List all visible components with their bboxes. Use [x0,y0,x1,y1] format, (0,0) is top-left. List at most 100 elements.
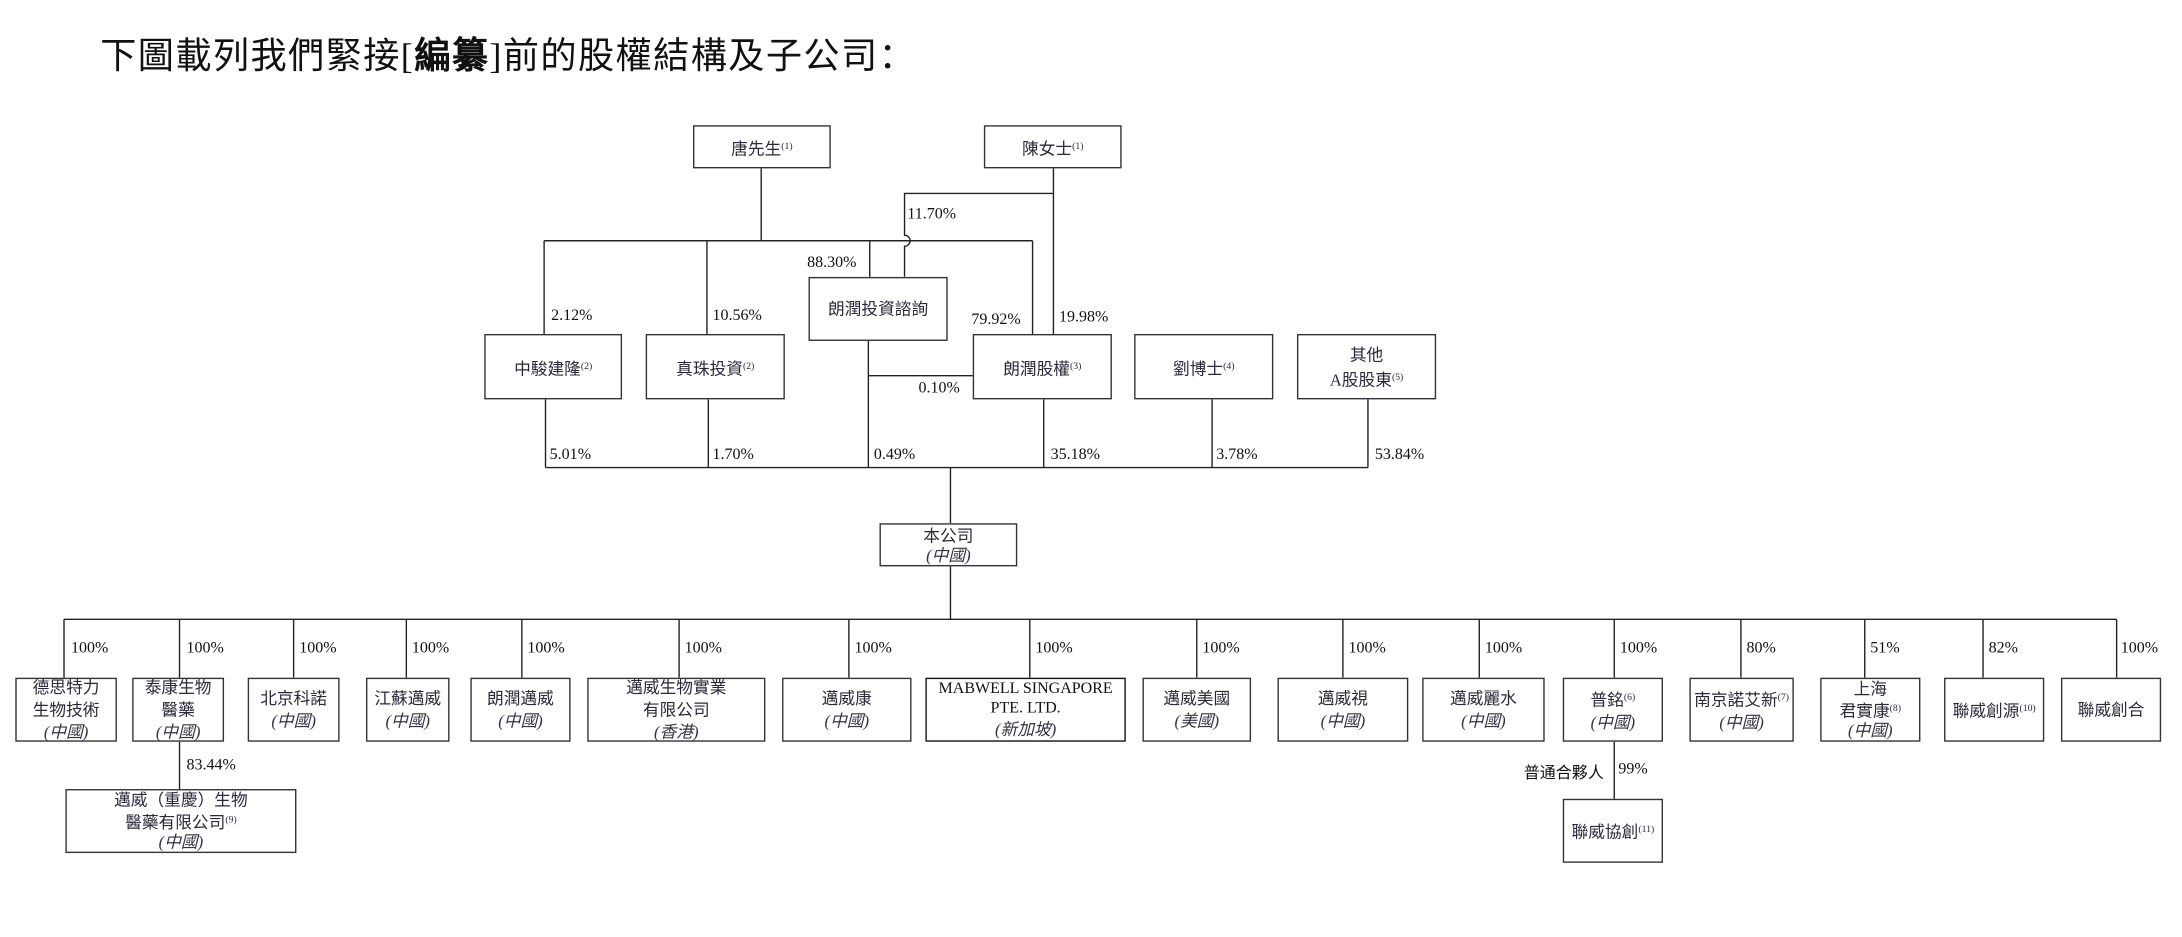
stake-label: 100% [1035,640,1073,657]
name-line1: 邁威（重慶）生物 [114,790,248,810]
title-suffix: ]前的股權結構及子公司： [489,36,917,77]
country: (中國) [498,711,543,731]
footnote: (2) [580,359,593,371]
name: 邁威康 [821,688,872,709]
name: 真珠投資 [676,358,744,378]
name: 邁威視 [1317,688,1368,709]
title-prefix: 下圖載列我們緊接[ [100,36,415,77]
shareholder-zhenzhu: 真珠投資(2) [645,333,785,400]
name: 朗潤邁威 [487,688,554,709]
name: 聯威創源 [1952,701,2020,721]
name: 邁威麗水 [1450,688,1517,709]
country: (中國) [1848,720,1893,741]
name: 劉博士 [1172,358,1224,378]
name: 唐先生 [731,138,782,158]
name-line1: MABWELL SINGAPORE [938,680,1113,698]
stake-label: 100% [1484,640,1523,657]
stake-label: 79.92% [971,311,1021,329]
stake-label: 3.78% [1216,446,1258,464]
footnote: (4) [1223,359,1235,371]
stake-label: 100% [299,640,337,657]
name: 聯威協創 [1571,822,1639,842]
subsidiary-box: 邁威麗水(中國) [1422,677,1545,742]
country: (中國) [1461,711,1506,731]
shareholder-ms-chen: 陳女士(1) [983,125,1122,169]
shareholder-langrun-equity: 朗潤股權(3) [972,333,1112,400]
subsidiary-box: 北京科諾(中國) [247,677,340,742]
name: 中駿建隆 [514,358,581,378]
subsidiary-box: 邁威康(中國) [782,677,912,742]
name-line2: PTE. LTD. [990,699,1061,717]
name-line2: A股股東 [1329,369,1392,389]
stake-label: 100% [1348,640,1386,657]
general-partner-label: 普通合夥人 [1523,765,1604,783]
country: (中國) [1320,711,1366,731]
stake-label: 2.12% [551,307,593,325]
name: 朗潤股權 [1003,358,1071,378]
shareholder-zhongjun: 中駿建隆(2) [484,333,623,400]
stake-label: 99% [1618,761,1648,778]
stake-label: 10.56% [712,307,762,325]
country: (中國) [271,711,316,731]
country: (中國) [1719,712,1764,732]
name-line1: 德思特力 [32,677,100,698]
country: (中國) [824,711,870,731]
subsidiary-box: 泰康生物醫藥(中國) [132,677,225,742]
name: 江蘇邁威 [374,688,442,709]
footnote: (7) [1777,691,1790,703]
subsidiary-box: 聯威創源(10) [1944,677,2045,742]
subsidiary-box: 德思特力生物技術(中國) [15,677,117,742]
country: (美國) [1174,711,1220,731]
name: 普銘 [1590,690,1624,710]
footnote: (9) [225,814,237,826]
stake-label: 100% [527,640,565,657]
stake-label: 35.18% [1050,446,1101,464]
footnote: (10) [2019,702,2036,714]
subsidiary-box: 上海君實康(8)(中國) [1820,677,1921,742]
name-line2: 有限公司 [642,699,710,720]
subsidiary-box: 南京諾艾新(7)(中國) [1689,677,1794,742]
name-line2: 生物技術 [32,699,100,720]
country: (新加坡) [994,719,1057,739]
stake-label: 19.98% [1059,308,1109,326]
stake-label: 100% [411,640,450,657]
stake-label: 100% [1202,640,1240,657]
subsidiary-box: 邁威生物實業有限公司(香港) [587,677,766,742]
stake-label: 53.84% [1374,446,1425,464]
stake-label: 88.30% [807,254,857,272]
stake-label: 100% [854,640,892,657]
shareholder-dr-liu: 劉博士(4) [1134,333,1274,400]
name-line2: 醫藥有限公司 [125,812,226,833]
name-line2: 君實康 [1839,701,1890,721]
subsidiary-xiechuang-box: 聯威協創(11) [1562,798,1663,863]
stake-label: 100% [1619,640,1658,657]
country: (中國) [43,722,89,742]
footnote: (1) [1072,139,1084,151]
country: (中國) [385,711,431,731]
company-country: (中國) [926,544,971,565]
name: 北京科諾 [260,688,328,709]
footnote: (2) [743,359,755,371]
shareholder-langrun-consulting: 朗潤投資諮詢 [808,276,948,341]
subsidiary-box: 普銘(6)(中國) [1562,677,1663,742]
stake-label: 83.44% [186,757,236,774]
footnote: (8) [1889,702,1902,714]
company-name: 本公司 [923,525,974,545]
stake-label: 100% [186,640,224,657]
name: 聯威創合 [2077,699,2145,720]
stake-label: 80% [1746,640,1776,657]
subsidiary-box: 邁威視(中國) [1277,677,1409,742]
footnote: (5) [1391,370,1404,382]
stake-label: 0.49% [873,446,916,464]
name-line1: 邁威生物實業 [626,677,727,698]
footnote: (3) [1070,359,1082,371]
name-line1: 泰康生物 [144,677,212,698]
stake-label: 100% [2120,640,2159,657]
name: 朗潤投資諮詢 [827,299,929,319]
name: 邁威美國 [1163,688,1231,709]
subsidiary-box: 朗潤邁威(中國) [470,677,571,742]
stake-label: 5.01% [549,446,592,464]
